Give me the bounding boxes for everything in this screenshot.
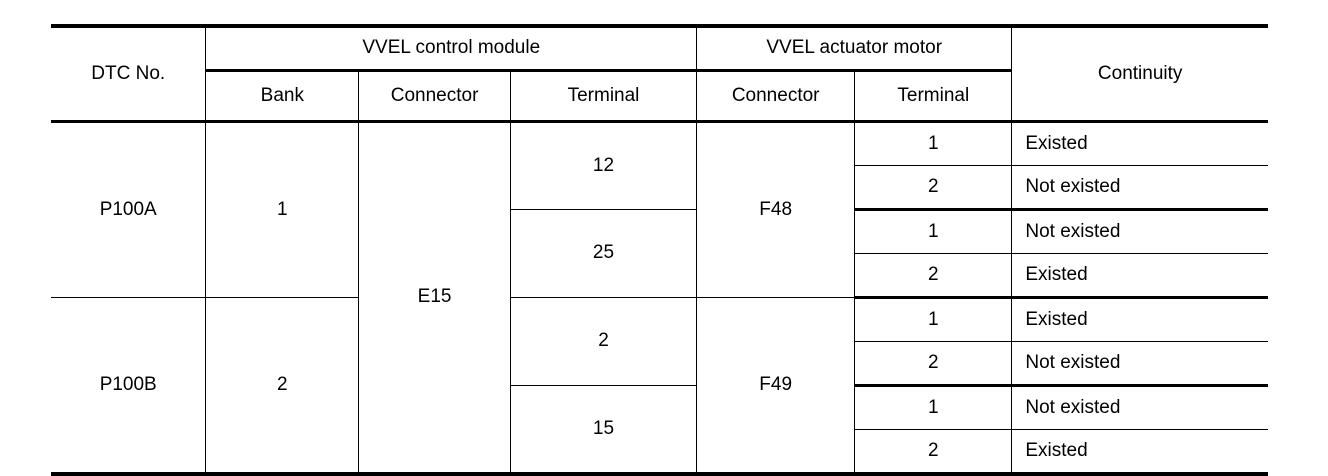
cell-continuity: Not existed	[1011, 209, 1268, 254]
document-page: DTC No. VVEL control module VVEL actuato…	[51, 24, 1268, 476]
cell-dtc-no: P100A	[51, 120, 207, 298]
header-row-groups: DTC No. VVEL control module VVEL actuato…	[51, 26, 1268, 122]
cell-bank: 2	[205, 297, 360, 475]
table-row: 2 Not existed	[51, 341, 1268, 387]
header-control-module-terminal: Terminal	[509, 70, 698, 122]
cell-actuator-motor-terminal: 1	[854, 209, 1013, 254]
header-actuator-motor-connector: Connector	[696, 70, 856, 122]
header-dtc-no: DTC No.	[51, 26, 207, 122]
table-head: DTC No. VVEL control module VVEL actuato…	[51, 26, 1268, 122]
header-group-vvel-control-module: VVEL control module	[205, 26, 698, 72]
cell-continuity: Not existed	[1011, 385, 1268, 430]
cell-continuity: Existed	[1011, 120, 1268, 166]
cell-actuator-motor-connector: F49	[696, 297, 856, 475]
table-body: P100A 1 E15 12 F48 1 Existed 2 Not exist…	[51, 120, 1268, 475]
header-row-subcolumns: Bank Connector Terminal Connector Termin…	[51, 70, 1268, 122]
header-continuity: Continuity	[1011, 26, 1268, 122]
cell-actuator-motor-terminal: 2	[854, 253, 1013, 299]
table-row: P100B 2 2 F49 1 Existed	[51, 297, 1268, 475]
table-row: P100A 1 E15 12 F48 1 Existed	[51, 120, 1268, 475]
cell-continuity: Existed	[1011, 253, 1268, 299]
header-group-vvel-actuator-motor: VVEL actuator motor	[696, 26, 1013, 72]
cell-continuity: Not existed	[1011, 341, 1268, 387]
cell-actuator-motor-terminal: 1	[854, 297, 1013, 342]
cell-actuator-motor-terminal: 2	[854, 341, 1013, 387]
cell-continuity: Existed	[1011, 297, 1268, 342]
cell-actuator-motor-terminal: 1	[854, 120, 1013, 166]
header-control-module-connector: Connector	[358, 70, 511, 122]
cell-bank: 1	[205, 120, 360, 298]
cell-actuator-motor-terminal: 1	[854, 385, 1013, 430]
cell-control-module-connector: E15	[358, 120, 511, 475]
dtc-continuity-table: DTC No. VVEL control module VVEL actuato…	[51, 24, 1268, 476]
cell-dtc-no: P100B	[51, 297, 207, 475]
cell-actuator-motor-terminal: 2	[854, 429, 1013, 475]
table-row: 2 Not existed	[51, 165, 1268, 211]
table-row: 25 1 Not existed	[51, 209, 1268, 298]
cell-actuator-motor-terminal: 2	[854, 165, 1013, 211]
cell-control-module-terminal: 25	[509, 209, 698, 298]
header-bank: Bank	[205, 70, 360, 122]
header-actuator-motor-terminal: Terminal	[854, 70, 1013, 122]
cell-actuator-motor-connector: F48	[696, 120, 856, 298]
cell-control-module-terminal: 12	[509, 120, 698, 210]
table-row: 2 Existed	[51, 253, 1268, 299]
cell-control-module-terminal: 15	[509, 385, 698, 475]
cell-continuity: Existed	[1011, 429, 1268, 475]
cell-continuity: Not existed	[1011, 165, 1268, 211]
cell-control-module-terminal: 2	[509, 297, 698, 386]
